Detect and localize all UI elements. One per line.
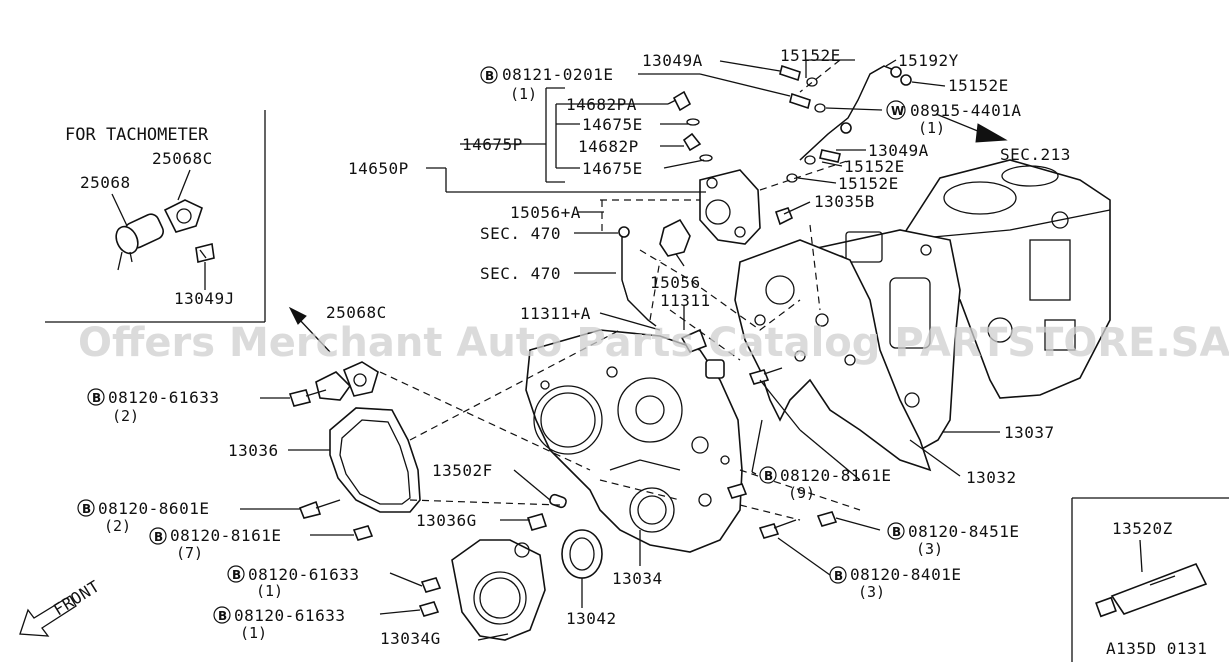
label-qty: (1) xyxy=(510,85,537,103)
label-08120-8401E: 08120-8401E xyxy=(850,565,961,584)
front-up-arrow xyxy=(288,306,331,353)
label-qty: (9) xyxy=(788,484,815,502)
rear-plate-13032-part xyxy=(734,239,932,472)
label-08120-61633: 08120-61633 xyxy=(234,606,345,625)
callout-b-icon: B xyxy=(485,69,494,83)
diagram-code: A135D 0131 xyxy=(1106,639,1207,658)
callout-b-icon: B xyxy=(92,391,101,405)
engine-block-part xyxy=(898,159,1111,399)
inset-sealant: 13520Z A135D 0131 xyxy=(1071,497,1229,662)
label-qty: (1) xyxy=(256,582,283,600)
label-25068: 25068 xyxy=(80,173,131,192)
callout-b-icon: B xyxy=(232,568,241,582)
label-qty: (3) xyxy=(858,583,885,601)
label-14682P: 14682P xyxy=(578,137,639,156)
callout-b-icon: B xyxy=(834,569,843,583)
label-13032: 13032 xyxy=(966,468,1017,487)
label-sec213: SEC.213 xyxy=(1000,145,1071,164)
label-13034: 13034 xyxy=(612,569,663,588)
label-13037: 13037 xyxy=(1004,423,1055,442)
label-15056: 15056 xyxy=(650,273,701,292)
label-15192Y: 15192Y xyxy=(898,51,959,70)
sec213-arrow xyxy=(935,113,1008,143)
tachometer-clip-part xyxy=(195,243,215,263)
label-14675E: 14675E xyxy=(582,115,643,134)
label-08915-4401A: 08915-4401A xyxy=(910,101,1021,120)
label-front: FRONT xyxy=(50,576,103,619)
label-13036: 13036 xyxy=(228,441,279,460)
label-13049J: 13049J xyxy=(174,289,235,308)
callout-b-icon: B xyxy=(218,609,227,623)
callout-b-icon: B xyxy=(892,525,901,539)
label-15152E: 15152E xyxy=(838,174,899,193)
gasket-13036-part xyxy=(329,407,421,513)
label-qty: (2) xyxy=(112,407,139,425)
label-qty: (7) xyxy=(176,544,203,562)
label-13036G: 13036G xyxy=(416,511,477,530)
front-cover-13034-part xyxy=(525,329,743,553)
label-08120-8451E: 08120-8451E xyxy=(908,522,1019,541)
label-08120-61633: 08120-61633 xyxy=(248,565,359,584)
part-labels: 13049A 15152E 15192Y 15152E 08121-0201E … xyxy=(98,46,1071,648)
hose-sec470-part xyxy=(618,226,657,327)
front-arrow-icon xyxy=(19,595,77,637)
pipe-15192Y-part xyxy=(799,65,902,161)
label-15152E: 15152E xyxy=(844,157,905,176)
label-qty: (1) xyxy=(918,119,945,137)
label-25068C-inset: 25068C xyxy=(152,149,213,168)
leader-lines xyxy=(240,59,1000,641)
label-13049A: 13049A xyxy=(868,141,929,160)
inset-tachometer: FOR TACHOMETER 25068C 25068 13049J xyxy=(45,110,266,323)
callout-b-icon: B xyxy=(154,530,163,544)
callout-circles: B W B B B B B B B B xyxy=(77,66,906,624)
label-15152E: 15152E xyxy=(948,76,1009,95)
bolts-part xyxy=(288,367,838,617)
lower-cover-part xyxy=(451,539,546,641)
label-08120-8601E: 08120-8601E xyxy=(98,499,209,518)
gasket-25068C-part xyxy=(315,361,379,401)
callout-w-icon: W xyxy=(891,104,904,118)
label-14675P: 14675P xyxy=(462,135,523,154)
label-13502F: 13502F xyxy=(432,461,493,480)
label-13520Z: 13520Z xyxy=(1112,519,1173,538)
label-15152E: 15152E xyxy=(780,46,841,65)
label-13035B: 13035B xyxy=(814,192,875,211)
label-qty: (2) xyxy=(104,517,131,535)
sealant-tube-part xyxy=(1095,562,1208,618)
callout-b-icon: B xyxy=(82,502,91,516)
alignment-lines xyxy=(379,59,861,521)
water-pump-part xyxy=(699,169,761,245)
label-qty: (1) xyxy=(240,624,267,642)
label-qty: (3) xyxy=(916,540,943,558)
label-sec470: SEC. 470 xyxy=(480,224,561,243)
label-13042: 13042 xyxy=(566,609,617,628)
oil-seal-13042-part xyxy=(561,529,603,579)
label-14675E: 14675E xyxy=(582,159,643,178)
tachometer-sender-part xyxy=(115,213,164,271)
gasket-15056-part xyxy=(659,218,691,257)
tachometer-gasket-part xyxy=(163,199,203,233)
label-08120-8161E: 08120-8161E xyxy=(780,466,891,485)
callout-b-icon: B xyxy=(764,469,773,483)
label-11311: 11311 xyxy=(660,291,711,310)
small-parts xyxy=(526,328,725,531)
label-15056A: 15056+A xyxy=(510,203,581,222)
watermark: Offers Merchant Auto Parts Catalog PARTS… xyxy=(78,320,1229,366)
label-08120-61633: 08120-61633 xyxy=(108,388,219,407)
inset-title: FOR TACHOMETER xyxy=(65,125,209,145)
label-sec470: SEC. 470 xyxy=(480,264,561,283)
label-08120-8161E: 08120-8161E xyxy=(170,526,281,545)
fittings-part xyxy=(672,90,713,162)
label-14682PA: 14682PA xyxy=(566,95,637,114)
label-08121-0201E: 08121-0201E xyxy=(502,65,613,84)
label-13049A: 13049A xyxy=(642,51,703,70)
label-11311A: 11311+A xyxy=(520,304,591,323)
label-14650P: 14650P xyxy=(348,159,409,178)
banjo-bolts-part xyxy=(774,64,912,226)
label-25068C: 25068C xyxy=(326,303,387,322)
label-13034G: 13034G xyxy=(380,629,441,648)
